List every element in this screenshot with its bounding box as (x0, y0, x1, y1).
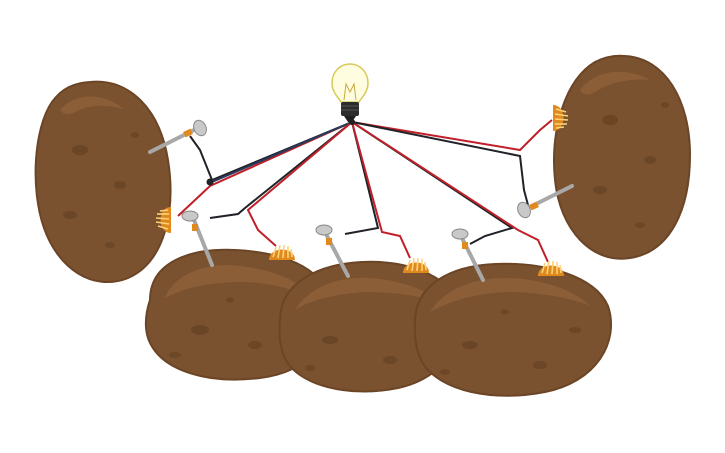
nail-bottom-right-potato (451, 228, 485, 282)
wire-red (246, 121, 353, 247)
copper-coil-bottom-left-potato (268, 244, 296, 261)
potato-left (34, 80, 172, 283)
wire-red (351, 121, 549, 263)
wire-black (344, 121, 380, 235)
wire-black (209, 121, 353, 219)
wire-junction (206, 178, 214, 186)
wire-black (351, 121, 529, 206)
copper-coil-bottom-middle-potato (402, 257, 430, 274)
copper-coil-bottom-right-potato (537, 260, 565, 277)
wire-black (189, 121, 353, 182)
nail-bottom-left-potato (181, 210, 214, 267)
nail-right-potato (517, 184, 574, 219)
light-bulb-icon (331, 63, 369, 125)
wires (177, 119, 553, 263)
wire-navy (211, 121, 353, 183)
wire-red (351, 121, 411, 259)
nail-left-potato (148, 119, 207, 154)
potato-bottom-right (413, 262, 613, 397)
potato-right (553, 54, 692, 260)
nail-bottom-middle-potato (315, 224, 350, 278)
wire-black (351, 121, 515, 245)
wire-red (177, 121, 353, 217)
wire-red (351, 119, 553, 152)
